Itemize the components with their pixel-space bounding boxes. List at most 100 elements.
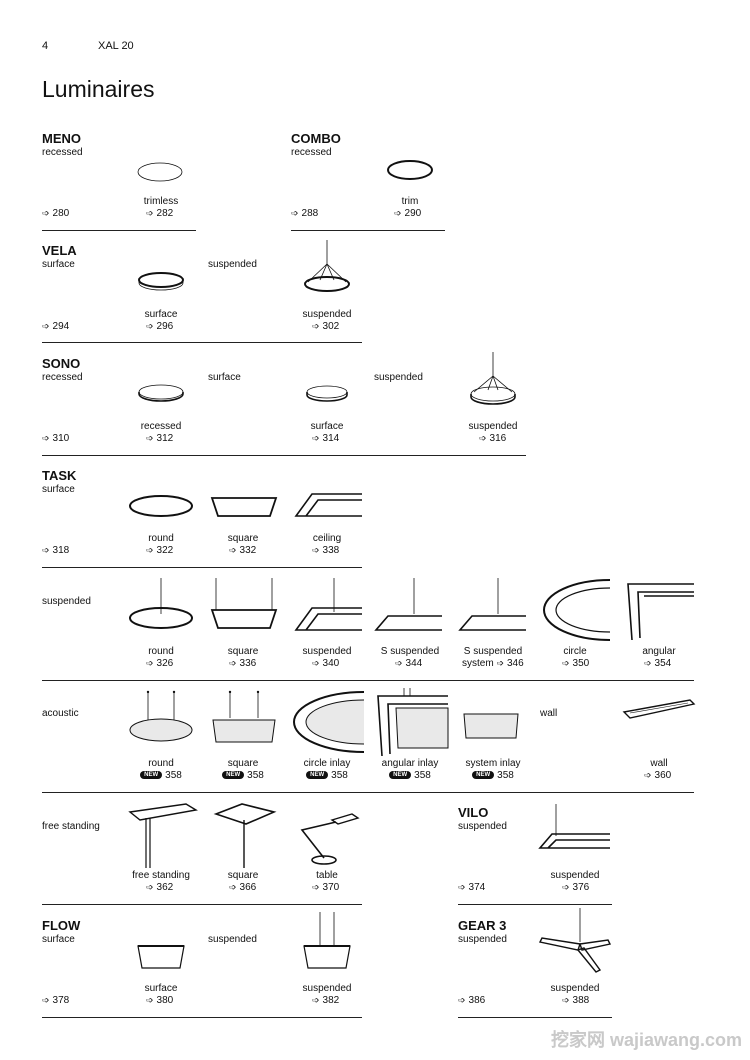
task-angular-ref[interactable]: 354 — [644, 658, 672, 669]
task-suspended-heading: suspended — [42, 596, 91, 607]
flow-title: FLOW — [42, 918, 81, 933]
gear-subtitle: suspended — [458, 934, 507, 945]
meno-trimless-figure — [137, 162, 183, 182]
gear-ref[interactable]: 386 — [458, 995, 486, 1006]
task-acoustic-round-figure — [129, 690, 193, 742]
divider — [291, 230, 445, 231]
combo-trim-figure — [387, 160, 433, 180]
task-angular-inlay-ref[interactable]: 358 — [414, 770, 431, 781]
task-free-standing-ref[interactable]: 362 — [146, 882, 174, 893]
task-ref[interactable]: 318 — [42, 545, 70, 556]
gear-suspended-ref[interactable]: 388 — [562, 995, 590, 1006]
flow-surface-label: surface — [144, 983, 178, 994]
task-table-ref[interactable]: 370 — [312, 882, 340, 893]
vela-surface-label: surface — [144, 309, 178, 320]
vela-suspended-figure — [304, 240, 350, 292]
sono-surface-ref[interactable]: 314 — [312, 433, 340, 444]
flow-suspended-label: suspended — [302, 983, 352, 994]
task-subtitle: surface — [42, 484, 75, 495]
new-badge: NEW — [222, 771, 245, 780]
vela-subtitle: surface — [42, 259, 75, 270]
vilo-suspended-ref[interactable]: 376 — [562, 882, 590, 893]
task-s-suspended-ref[interactable]: 344 — [395, 658, 423, 669]
task-suspended-round-label: round — [148, 646, 174, 657]
system-prefix: system — [462, 658, 494, 669]
vilo-title: VILO — [458, 805, 489, 820]
gear-suspended-figure — [538, 908, 612, 973]
new-badge: NEW — [306, 771, 329, 780]
task-suspended-square-ref[interactable]: 336 — [229, 658, 257, 669]
sono-recessed-label: recessed — [140, 421, 182, 432]
new-badge: NEW — [472, 771, 495, 780]
meno-ref[interactable]: 280 — [42, 208, 70, 219]
task-angular-inlay-label: angular inlay — [381, 758, 439, 769]
sono-surface-label: surface — [310, 421, 344, 432]
vela-title: VELA — [42, 243, 77, 258]
task-system-inlay-ref[interactable]: 358 — [497, 770, 514, 781]
sono-subtitle: recessed — [42, 372, 83, 383]
task-s-suspended-system-figure — [458, 578, 526, 631]
page-title: Luminaires — [42, 76, 155, 102]
flow-ref[interactable]: 378 — [42, 995, 70, 1006]
task-circle-inlay-ref[interactable]: 358 — [331, 770, 348, 781]
task-title: TASK — [42, 468, 77, 483]
task-suspended-round-ref[interactable]: 326 — [146, 658, 174, 669]
sono-recessed-ref[interactable]: 312 — [146, 433, 174, 444]
meno-trimless-ref[interactable]: 282 — [146, 208, 174, 219]
task-circle-ref[interactable]: 350 — [562, 658, 590, 669]
task-wall-ref[interactable]: 360 — [644, 770, 672, 781]
gear-suspended-label: suspended — [550, 983, 600, 994]
task-round-ref[interactable]: 322 — [146, 545, 174, 556]
task-s-suspended-system-label: S suspended — [463, 646, 523, 657]
task-square-ref[interactable]: 332 — [229, 545, 257, 556]
vela-surface-ref[interactable]: 296 — [146, 321, 174, 332]
divider — [42, 342, 362, 343]
task-free-square-figure — [213, 803, 277, 868]
combo-ref[interactable]: 288 — [291, 208, 319, 219]
divider — [458, 1017, 612, 1018]
combo-trim-ref[interactable]: 290 — [394, 208, 422, 219]
vela-suspended-ref[interactable]: 302 — [312, 321, 340, 332]
task-suspended-linear-figure — [294, 578, 362, 631]
task-suspended-linear-ref[interactable]: 340 — [312, 658, 340, 669]
task-acoustic-round-label: round — [148, 758, 174, 769]
task-table-figure — [300, 813, 360, 865]
task-circle-inlay-label: circle inlay — [303, 758, 351, 769]
divider — [42, 230, 196, 231]
task-wall-heading: wall — [540, 708, 558, 719]
task-acoustic-square-label: square — [227, 758, 259, 769]
task-acoustic-square-ref[interactable]: 358 — [247, 770, 264, 781]
task-free-standing-heading: free standing — [42, 821, 100, 832]
task-angular-inlay-figure — [377, 688, 449, 757]
task-system-inlay-figure — [463, 713, 519, 739]
vela-surface-figure — [138, 272, 184, 291]
vela-group-suspended: suspended — [208, 259, 257, 270]
task-round-figure — [129, 495, 193, 517]
vela-ref[interactable]: 294 — [42, 321, 70, 332]
sono-group-surface: surface — [208, 372, 241, 383]
flow-surface-ref[interactable]: 380 — [146, 995, 174, 1006]
brand-name: XAL 20 — [98, 40, 134, 52]
task-suspended-square-label: square — [227, 646, 259, 657]
vilo-ref[interactable]: 374 — [458, 882, 486, 893]
task-s-suspended-label: S suspended — [380, 646, 440, 657]
task-s-suspended-system-ref[interactable]: 346 — [496, 658, 523, 669]
vela-suspended-label: suspended — [302, 309, 352, 320]
sono-ref[interactable]: 310 — [42, 433, 70, 444]
task-acoustic-round-ref[interactable]: 358 — [165, 770, 182, 781]
task-suspended-round-figure — [129, 578, 193, 629]
divider — [458, 904, 612, 905]
task-ceiling-label: ceiling — [312, 533, 342, 544]
sono-suspended-figure — [470, 352, 516, 405]
task-free-square-ref[interactable]: 366 — [229, 882, 257, 893]
task-free-standing-figure — [128, 803, 198, 868]
divider — [42, 904, 362, 905]
sono-suspended-ref[interactable]: 316 — [479, 433, 507, 444]
task-circle-label: circle — [563, 646, 587, 657]
flow-suspended-ref[interactable]: 382 — [312, 995, 340, 1006]
task-ceiling-ref[interactable]: 338 — [312, 545, 340, 556]
